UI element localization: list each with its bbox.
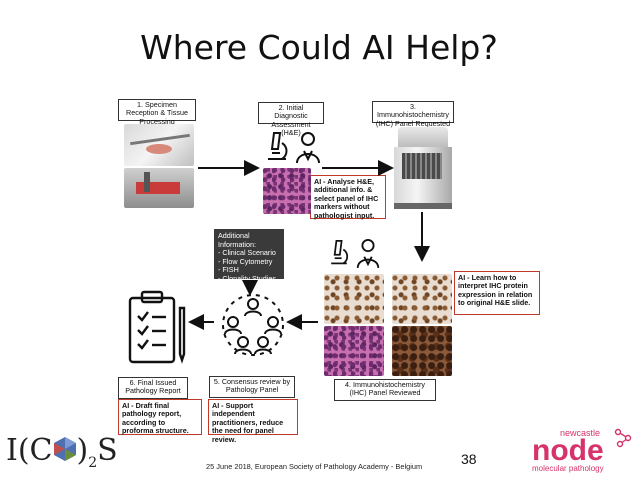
- icos-logo: I(C )2S: [6, 433, 118, 471]
- page-number: 38: [461, 451, 477, 467]
- panel-review-icon: [222, 294, 284, 356]
- logo-right-main: node: [532, 434, 604, 467]
- ihc-slide-image-2: [392, 274, 452, 324]
- logo-right-bottom: molecular pathology: [532, 464, 604, 473]
- ihc-stainer-machine: [394, 127, 452, 209]
- info-item: - Flow Cytometry: [218, 256, 273, 266]
- additional-information-box: Additional Information: - Clinical Scena…: [214, 229, 284, 283]
- tissue-processing-photo: [124, 168, 194, 208]
- pathologist-icon: [296, 132, 320, 164]
- ai-box-draft-report: AI - Draft final pathology report, accor…: [118, 399, 202, 435]
- slide-title: Where Could AI Help?: [140, 28, 498, 67]
- ai-box-ihc-interpretation: AI - Learn how to interpret IHC protein …: [454, 271, 540, 315]
- additional-information-heading: Additional Information:: [218, 231, 256, 249]
- footer-text: 25 June 2018, European Society of Pathol…: [206, 462, 423, 471]
- info-item: - FISH: [218, 265, 239, 275]
- ai-box-support-practitioners: AI - Support independent practitioners, …: [208, 399, 298, 443]
- logo-right-top: newcastle: [560, 428, 601, 438]
- info-item: - Clonality Studies: [218, 273, 276, 283]
- microscope-icon: [268, 132, 288, 160]
- step-1-box: 1. Specimen Reception & Tissue Processin…: [118, 99, 196, 126]
- logo-left-end: S: [97, 433, 118, 468]
- step-5-box: 5. Consensus review by Pathology Panel: [209, 376, 295, 398]
- step-4-box: 4. Immunohistochemistry (IHC) Panel Revi…: [334, 379, 436, 401]
- he-slide-image-2: [324, 326, 384, 376]
- info-item: - Clinical Scenario: [218, 248, 276, 258]
- step-3-box: 3. Immunohistochemistry (IHC) Panel Requ…: [372, 101, 454, 128]
- he-slide-image: [263, 168, 311, 214]
- newcastle-node-logo: newcastle node molecular pathology: [532, 428, 632, 473]
- ihc-slide-image-1: [324, 274, 384, 324]
- clipboard-report-icon: [128, 290, 186, 364]
- logo-left-subscript: 2: [88, 455, 98, 471]
- specimen-reception-photo: [124, 124, 194, 166]
- microscope-icon: [331, 240, 349, 265]
- ihc-slide-image-3: [392, 326, 452, 376]
- pathologist-icon: [356, 239, 380, 269]
- node-network-icon: [614, 428, 632, 448]
- logo-left-text: I(C: [6, 433, 53, 468]
- step-2-box: 2. Initial Diagnostic Assessment (H&E): [258, 102, 324, 137]
- step-6-box: 6. Final Issued Pathology Report: [118, 377, 188, 399]
- icosahedron-icon: [53, 437, 76, 461]
